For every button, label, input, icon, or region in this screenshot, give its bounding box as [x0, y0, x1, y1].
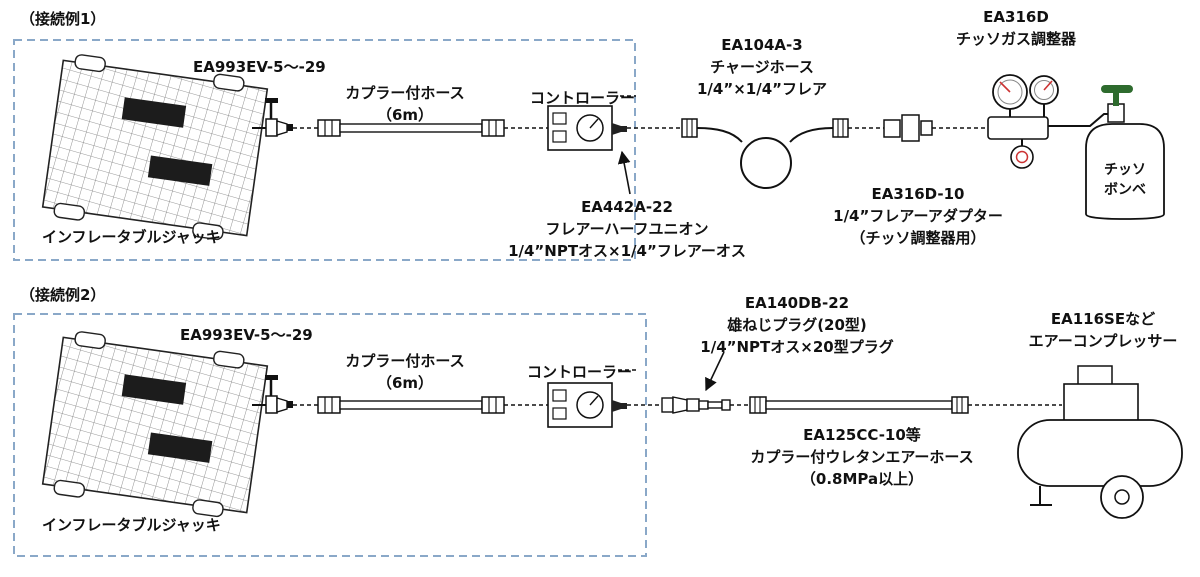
- jack-model-label-2: EA993EV-5～-29: [180, 326, 313, 344]
- example2-title: （接続例2）: [20, 286, 106, 304]
- controller-label-2: コントローラー: [527, 363, 633, 381]
- union-pointer-arrow: [617, 150, 631, 195]
- hose-label-1: カプラー付ホース （6m）: [345, 82, 464, 126]
- connection-lines-example2: [293, 369, 1062, 406]
- air-hose-model: EA125CC-10等: [803, 426, 921, 444]
- inflatable-jack-drawing-1: [40, 51, 295, 245]
- charge-hose-label: EA104A-3 チャージホース 1/4”×1/4”フレア: [697, 34, 827, 100]
- union-model: EA442A-22: [581, 198, 673, 216]
- adapter-name: 1/4”フレアーアダプター: [833, 207, 1003, 225]
- hose-length-1: （6m）: [376, 106, 434, 124]
- charge-hose-model: EA104A-3: [721, 36, 803, 54]
- air-hose-name: カプラー付ウレタンエアーホース: [750, 448, 974, 466]
- union-spec: 1/4”NPTオス×1/4”フレアーオス: [508, 242, 746, 260]
- air-hose-label: EA125CC-10等 カプラー付ウレタンエアーホース （0.8MPa以上）: [750, 424, 973, 490]
- regulator-name: チッソガス調整器: [955, 30, 1077, 48]
- adapter-label: EA316D-10 1/4”フレアーアダプター （チッソ調整器用）: [833, 183, 1003, 249]
- cylinder-label: チッソ ボンベ: [1104, 160, 1146, 200]
- controller-label-1: コントローラー: [530, 89, 636, 107]
- regulator-drawing: [987, 74, 1110, 169]
- hose-name-2: カプラー付ホース: [345, 352, 465, 370]
- flare-adapter-drawing: [883, 114, 933, 142]
- gas-cylinder-drawing: [1085, 85, 1165, 220]
- plug-spec: 1/4”NPTオス×20型プラグ: [700, 338, 894, 356]
- compressor-model: EA116SEなど: [1050, 310, 1156, 328]
- compressor-name: エアーコンプレッサー: [1028, 332, 1178, 350]
- controller-drawing-2: [547, 382, 628, 428]
- compressor-label: EA116SEなど エアーコンプレッサー: [1029, 308, 1178, 352]
- jack-label-2: インフレータブルジャッキ: [42, 516, 221, 534]
- dashed-boundary-example1: [13, 39, 636, 261]
- dashed-boundary-example2: [13, 313, 647, 557]
- union-name: フレアーハーフユニオン: [545, 220, 709, 238]
- example1-title: （接続例1）: [20, 10, 106, 28]
- plug-name: 雄ねじプラグ(20型): [727, 316, 867, 334]
- air-compressor-drawing: [1017, 365, 1183, 519]
- charge-hose-name: チャージホース: [710, 58, 814, 76]
- hose-label-2: カプラー付ホース （6m）: [345, 350, 464, 394]
- union-label: EA442A-22 フレアーハーフユニオン 1/4”NPTオス×1/4”フレアー…: [508, 196, 746, 262]
- jack-model-label-1: EA993EV-5～-29: [193, 58, 326, 76]
- jack-label-1: インフレータブルジャッキ: [42, 228, 221, 246]
- regulator-model: EA316D: [983, 8, 1049, 26]
- adapter-spec: （チッソ調整器用）: [850, 229, 986, 247]
- charge-hose-drawing: [681, 118, 849, 189]
- charge-hose-spec: 1/4”×1/4”フレア: [697, 80, 827, 98]
- cylinder-line1: チッソ: [1104, 162, 1146, 178]
- controller-drawing-1: [547, 105, 628, 151]
- hose-name-1: カプラー付ホース: [345, 84, 465, 102]
- regulator-label: EA316D チッソガス調整器: [956, 6, 1076, 50]
- hose-length-2: （6m）: [376, 374, 434, 392]
- air-hose-spec: （0.8MPa以上）: [800, 470, 924, 488]
- inflatable-jack-drawing-2: [40, 328, 295, 522]
- coupler-hose-drawing-2: [317, 396, 505, 414]
- plug-pointer-arrow: [705, 351, 725, 392]
- plug-label: EA140DB-22 雄ねじプラグ(20型) 1/4”NPTオス×20型プラグ: [700, 292, 893, 358]
- male-plug-drawing: [661, 396, 731, 414]
- urethane-air-hose-drawing: [749, 396, 969, 414]
- cylinder-line2: ボンベ: [1104, 182, 1146, 198]
- connection-lines-example1: [293, 95, 988, 129]
- plug-model: EA140DB-22: [744, 294, 850, 312]
- adapter-model: EA316D-10: [871, 185, 965, 203]
